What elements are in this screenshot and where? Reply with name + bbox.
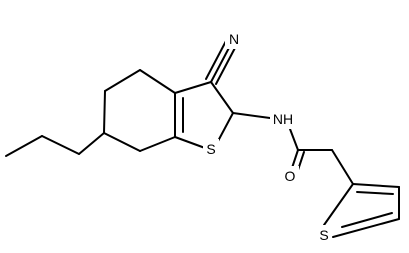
- ring-bond: [139, 69, 176, 94]
- atom-fused-thiophene-sulfur: S: [203, 139, 219, 159]
- ring-bond: [210, 81, 234, 114]
- ring-bond: [332, 218, 400, 238]
- ring-bond: [216, 112, 234, 144]
- atom-label-layer: N NH S O S: [203, 29, 332, 245]
- amide-bond: [232, 112, 271, 119]
- ring-bond: [352, 183, 400, 188]
- ring-bond: [341, 212, 393, 228]
- nitrile-bond: [210, 43, 232, 83]
- atom-amide-nh: NH: [270, 109, 296, 129]
- svg-text:S: S: [319, 227, 328, 243]
- svg-text:N: N: [229, 31, 239, 47]
- bond-layer: [5, 40, 400, 238]
- atom-carbonyl-oxygen: O: [281, 166, 299, 186]
- ring-bond: [174, 136, 206, 149]
- atom-thiophene-sulfur: S: [316, 225, 332, 245]
- nitrile-bond: [215, 45, 237, 85]
- ring-bond: [103, 90, 106, 134]
- ring-bond: [323, 183, 354, 226]
- propyl-bond: [41, 135, 80, 155]
- ring-bond: [139, 136, 176, 152]
- amide-bond: [331, 149, 354, 185]
- svg-text:NH: NH: [273, 111, 293, 127]
- propyl-bond: [5, 135, 43, 157]
- ring-bond: [103, 132, 141, 152]
- ring-bond: [104, 69, 141, 92]
- amide-bond: [289, 128, 299, 151]
- svg-text:S: S: [206, 141, 215, 157]
- ring-bond: [174, 81, 212, 94]
- propyl-bond: [78, 132, 105, 155]
- nitrile-bond: [205, 40, 227, 80]
- amide-bond: [291, 149, 299, 169]
- atom-nitrile-nitrogen: N: [225, 29, 243, 49]
- ring-bond: [356, 191, 394, 195]
- svg-text:O: O: [285, 168, 296, 184]
